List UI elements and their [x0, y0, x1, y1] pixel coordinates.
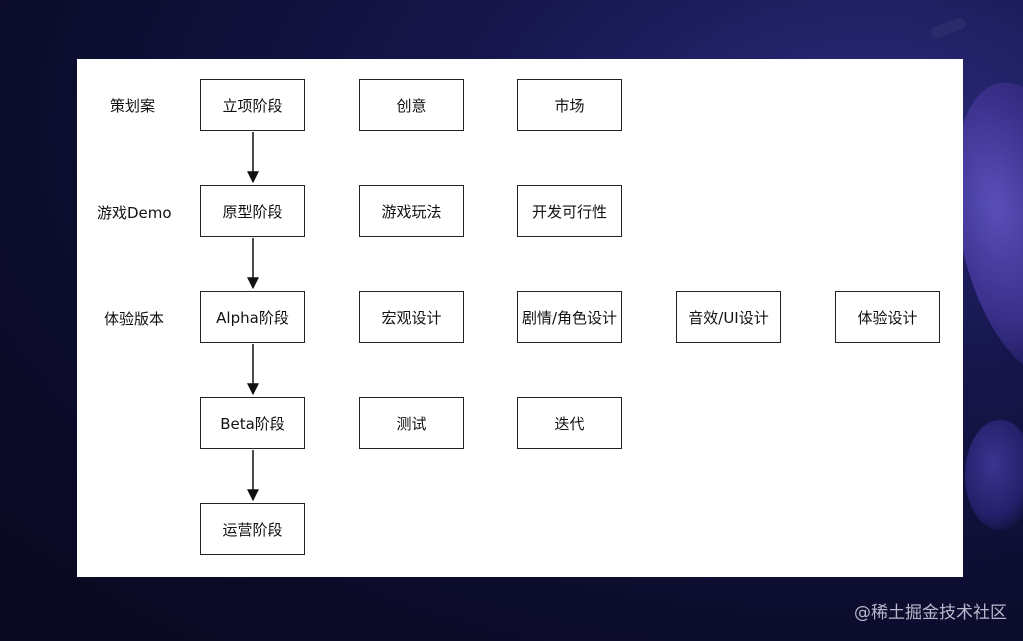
stage-box-operation: 运营阶段: [200, 503, 305, 555]
stage-box-beta: Beta阶段: [200, 397, 305, 449]
background-decoration: [965, 420, 1023, 530]
item-box-iteration: 迭代: [517, 397, 622, 449]
item-box-testing: 测试: [359, 397, 464, 449]
watermark: @稀土掘金技术社区: [854, 603, 1007, 623]
item-box-audio-ui-design: 音效/UI设计: [676, 291, 781, 343]
row-label-experience: 体验版本: [104, 310, 165, 328]
item-box-gameplay: 游戏玩法: [359, 185, 464, 237]
item-box-macro-design: 宏观设计: [359, 291, 464, 343]
stage-box-initiation: 立项阶段: [200, 79, 305, 131]
item-box-story-design: 剧情/角色设计: [517, 291, 622, 343]
item-box-experience-design: 体验设计: [835, 291, 940, 343]
diagram-canvas: 策划案 立项阶段 创意 市场 游戏Demo 原型阶段 游戏玩法 开发可行性 体验…: [77, 59, 963, 577]
stage-box-prototype: 原型阶段: [200, 185, 305, 237]
item-box-creativity: 创意: [359, 79, 464, 131]
row-label-demo: 游戏Demo: [97, 204, 172, 222]
stage-box-alpha: Alpha阶段: [200, 291, 305, 343]
background-decoration: [929, 16, 967, 40]
item-box-feasibility: 开发可行性: [517, 185, 622, 237]
item-box-market: 市场: [517, 79, 622, 131]
row-label-planning: 策划案: [110, 97, 156, 115]
